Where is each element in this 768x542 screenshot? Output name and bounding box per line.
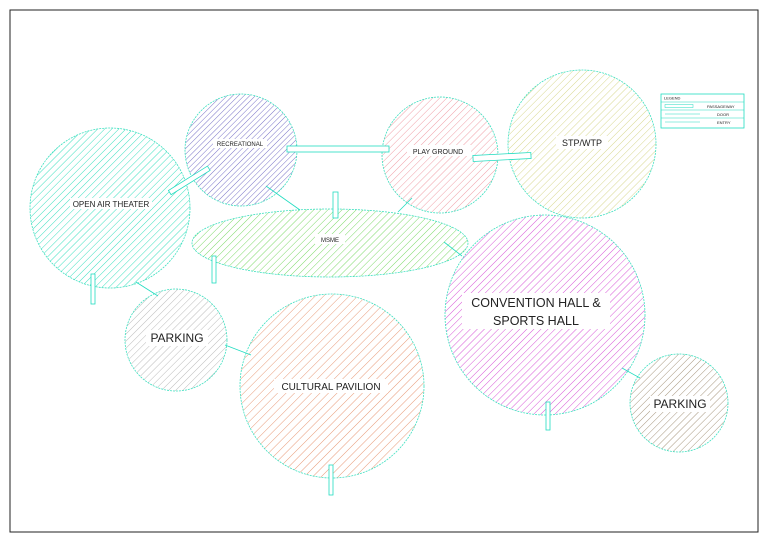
entry-oat	[90, 273, 96, 305]
door-convention-parking	[621, 367, 641, 379]
entry-cultural	[328, 464, 334, 496]
zone-label: CULTURAL PAVILION	[281, 382, 380, 393]
doors	[135, 185, 641, 379]
zone-stp-wtp: STP/WTP	[507, 69, 657, 219]
zone-label: PARKING	[150, 331, 203, 345]
legend-title: LEGEND	[664, 96, 681, 101]
door-parking-cultural	[224, 344, 252, 356]
passageways	[90, 145, 551, 496]
entry-msme	[211, 255, 217, 284]
zone-label: PARKING	[653, 397, 706, 411]
passageway-msme-top	[332, 191, 339, 219]
door-oat-parking	[135, 281, 159, 297]
sheet-border	[9, 9, 759, 533]
legend-row-entry: ENTRY	[717, 120, 731, 125]
door-rec-msme	[265, 185, 301, 211]
entry-convention	[545, 401, 551, 431]
zone-label: STP/WTP	[562, 138, 602, 148]
zone-convention-hall: CONVENTION HALL & SPORTS HALL	[444, 214, 646, 416]
zone-msme: MSME	[191, 208, 469, 278]
zone-label: MSME	[321, 238, 339, 244]
door-msme-convention	[443, 241, 463, 257]
passageway-rec-playground	[286, 145, 390, 153]
zone-label-line1: CONVENTION HALL &	[471, 296, 601, 310]
zone-label: PLAY GROUND	[413, 149, 463, 156]
zone-parking-left: PARKING	[124, 288, 228, 392]
zone-parking-right: PARKING	[629, 353, 729, 453]
legend-swatch-passageway	[664, 104, 694, 108]
door-playground-msme	[397, 197, 413, 213]
zone-cultural-pavilion: CULTURAL PAVILION	[239, 293, 425, 479]
zone-label: RECREATIONAL	[217, 142, 264, 148]
zone-open-air-theater: OPEN AIR THEATER	[29, 127, 191, 289]
legend-row-door: DOOR	[717, 112, 729, 117]
legend: LEGEND PASSAGEWAY DOOR ENTRY	[660, 93, 745, 129]
passageway-oat-rec	[167, 165, 211, 196]
legend-row-passageway: PASSAGEWAY	[707, 104, 735, 109]
zone-label: OPEN AIR THEATER	[73, 200, 150, 209]
passageway-playground-stp	[472, 152, 532, 162]
zone-label-line2: SPORTS HALL	[493, 314, 579, 328]
zone-recreational: RECREATIONAL	[184, 93, 298, 207]
